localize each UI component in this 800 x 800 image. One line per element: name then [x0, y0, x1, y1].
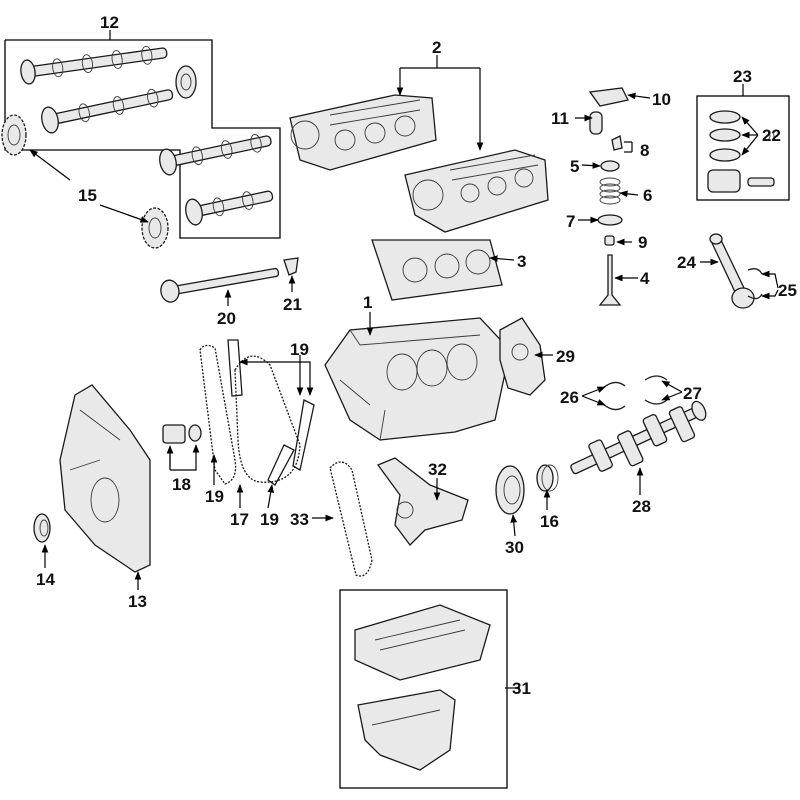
callout-9: 9	[638, 233, 647, 252]
callout-32: 32	[428, 460, 447, 479]
callout-17: 17	[230, 510, 249, 529]
rear-cover-plate	[499, 317, 546, 396]
valve-train-parts	[588, 87, 629, 306]
callout-6: 6	[643, 186, 652, 205]
callout-labels: 1 2 3 4 5 6 7 8 9 10 11 12 13 14 15 16 1…	[36, 13, 797, 698]
callout-33: 33	[290, 510, 309, 529]
callout-30: 30	[505, 538, 524, 557]
callout-5: 5	[570, 157, 579, 176]
callout-28: 28	[632, 497, 651, 516]
main-bearings	[602, 375, 668, 411]
callout-27: 27	[683, 384, 702, 403]
callout-19-c: 19	[260, 510, 279, 529]
valve-spring	[599, 177, 621, 205]
callout-23: 23	[733, 67, 752, 86]
callout-3: 3	[517, 252, 526, 271]
callout-19-b: 19	[205, 487, 224, 506]
connecting-rod	[709, 233, 763, 309]
callout-14: 14	[36, 570, 55, 589]
callout-13: 13	[128, 592, 147, 611]
piston-group	[696, 95, 790, 201]
intermediate-shaft	[160, 257, 299, 303]
callout-26: 26	[560, 388, 579, 407]
callout-15: 15	[78, 186, 97, 205]
callout-1: 1	[363, 293, 372, 312]
sensor	[162, 424, 202, 444]
callout-10: 10	[652, 90, 671, 109]
callout-4: 4	[640, 269, 650, 288]
callout-12: 12	[100, 13, 119, 32]
leader-lines	[29, 30, 779, 689]
callout-19-a: 19	[290, 340, 309, 359]
cylinder-heads	[289, 94, 549, 233]
callout-7: 7	[566, 212, 575, 231]
callout-20: 20	[217, 309, 236, 328]
callout-22: 22	[762, 126, 781, 145]
engine-block	[324, 317, 511, 441]
oil-pump	[376, 457, 469, 546]
front-cover	[33, 384, 151, 573]
callout-31: 31	[512, 679, 531, 698]
oil-pan-group	[339, 589, 508, 789]
camshaft-group-box	[4, 39, 281, 239]
callout-29: 29	[556, 347, 575, 366]
timing-chains	[199, 339, 373, 577]
crank-pulley	[495, 464, 559, 515]
callout-21: 21	[283, 295, 302, 314]
camshaft-sprockets	[1, 114, 169, 249]
head-gasket	[371, 239, 503, 301]
callout-8: 8	[640, 141, 649, 160]
callout-11: 11	[551, 109, 569, 128]
callout-2: 2	[432, 38, 441, 57]
camshaft-parts	[20, 45, 274, 226]
callout-18: 18	[172, 475, 191, 494]
callout-16: 16	[540, 512, 559, 531]
crankshaft	[570, 400, 707, 475]
callout-25: 25	[778, 281, 797, 300]
callout-24: 24	[677, 253, 696, 272]
